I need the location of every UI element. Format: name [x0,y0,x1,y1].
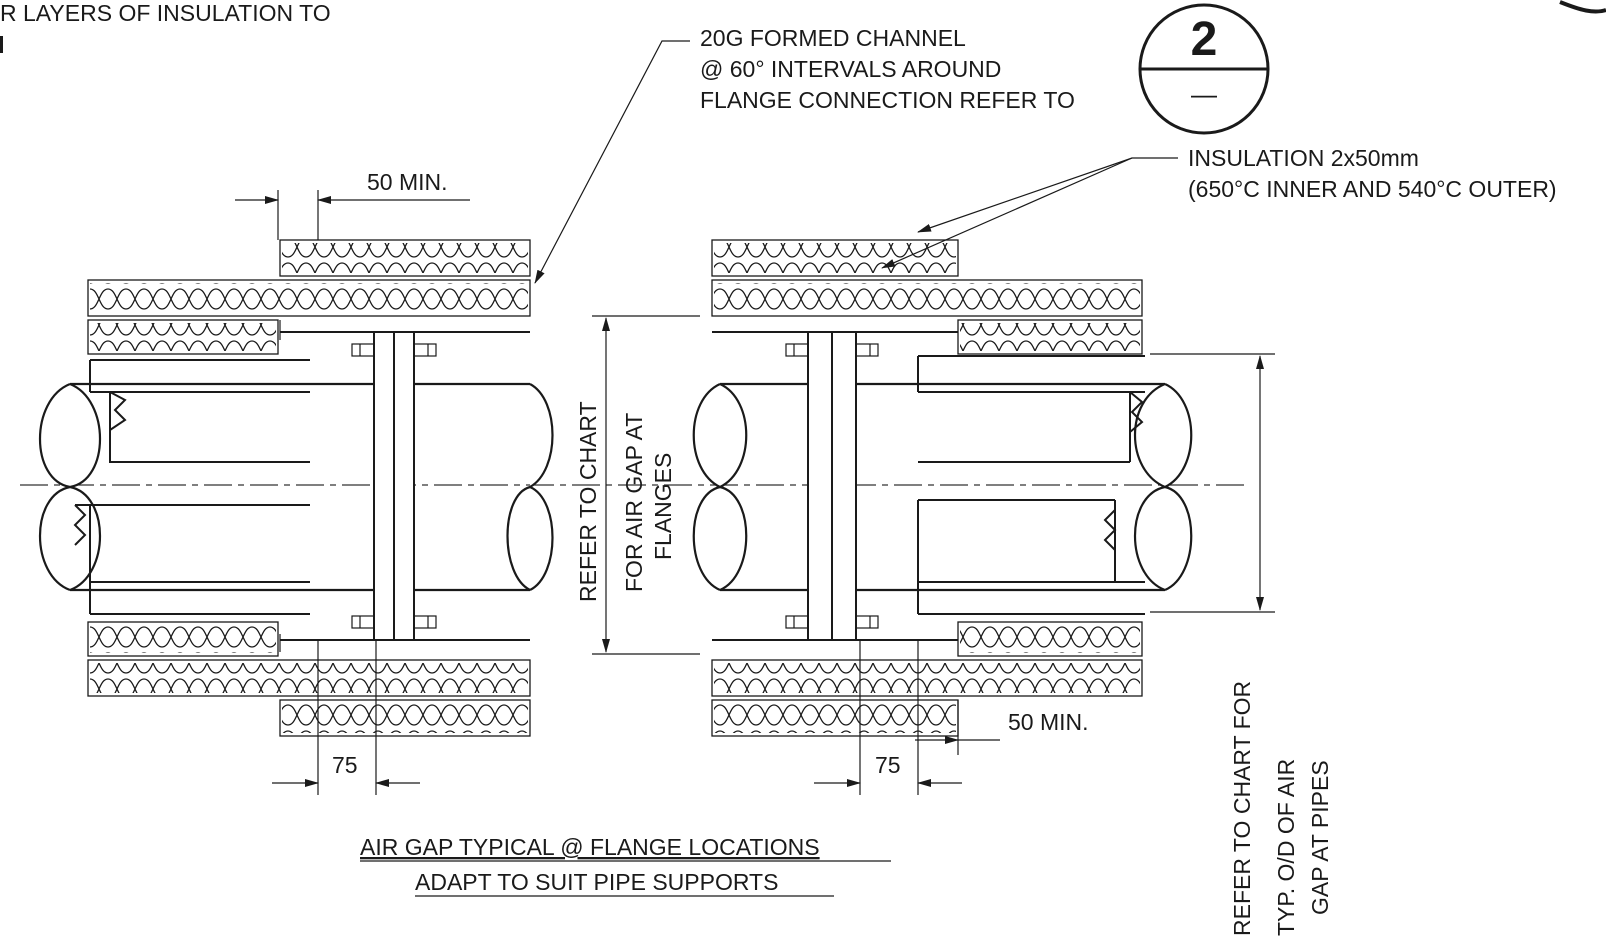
insulation-note-line1: INSULATION 2x50mm [1188,145,1419,171]
note-top-left-fragment [0,36,3,53]
right-flange-plate-a [807,331,833,641]
dimension-left-top-50-min: 50 MIN. [235,169,470,240]
corner-arc [1559,0,1606,14]
right-flange-bolt-bottom [785,615,879,629]
insulation-fill-right-outer-bottom-upper [714,663,1140,693]
left-flange-bolt-top [351,343,437,357]
right-pipe-break-left-inner [716,383,748,592]
flange-gap-note-line3: FLANGES [650,453,676,560]
right-pipe-break-right-inner [1134,382,1169,592]
insulation-fill-left-outer-bottom-lower [282,703,528,733]
dim-right-bottom-min-label: 50 MIN. [1008,709,1089,735]
dimension-pipe-air-gap [1150,353,1275,613]
insulation-fill-left-inner-bottom [90,625,276,653]
right-liner-top [917,355,1145,463]
dimension-flange-air-gap [592,315,700,655]
insulation-fill-right-inner-top [960,323,1140,351]
pipe-gap-note-line3: GAP AT PIPES [1307,760,1333,915]
right-flange-bolt-top [785,343,879,357]
insulation-fill-right-outer-top-lower [714,283,1140,313]
left-flange-plate-b [393,331,415,641]
callout-number: 2 [1191,13,1218,66]
pipe-gap-note-line1: REFER TO CHART FOR [1229,681,1255,936]
dimension-left-bottom-75: 75 [272,640,420,795]
insulation-note-line2: (650°C INNER AND 540°C OUTER) [1188,176,1557,202]
dim-right-bottom-label: 75 [875,752,901,778]
insulation-leader-b [881,157,1133,269]
insulation-fill-right-outer-top-upper [714,243,956,273]
channel-note-line2: @ 60° INTERVALS AROUND [700,56,1001,82]
left-liner-bottom [73,504,310,615]
dimension-right-bottom-75: 75 [814,640,962,795]
left-pipe-break-right-outer [529,485,554,591]
flange-gap-note-line1: REFER TO CHART [575,401,601,602]
flange-gap-note-line2: FOR AIR GAP AT [621,413,647,592]
dim-left-bottom-label: 75 [332,752,358,778]
left-pipe-break-right [506,383,554,591]
insulation-fill-left-outer-top-lower [90,283,528,313]
insulation-fill-left-outer-top-upper [282,243,528,273]
channel-leader [534,40,690,284]
left-pipe-assembly [39,320,554,652]
dim-left-top-label: 50 MIN. [367,169,448,195]
insulation-fill-right-outer-bottom-lower [714,703,956,733]
caption-line2: ADAPT TO SUIT PIPE SUPPORTS [415,869,778,895]
left-pipe-break-left [39,382,71,592]
dimension-right-bottom-50-min: 50 MIN. [915,700,1089,755]
note-top-left: R LAYERS OF INSULATION TO [0,0,331,26]
right-flange-plate-b [831,331,857,641]
right-pipe-break-left [692,383,724,592]
callout-sheet: — [1191,79,1217,109]
channel-note-line3: FLANGE CONNECTION REFER TO [700,87,1075,113]
insulation-fill-right-inner-bottom [960,625,1140,653]
detail-callout: 2 — [1138,3,1270,135]
left-pipe-break-left-inner [69,382,101,592]
pipe-gap-note-line2: TYP. O/D OF AIR [1273,759,1299,936]
channel-note-line1: 20G FORMED CHANNEL [700,25,966,51]
insulation-layers [87,239,1143,737]
insulation-fill-left-inner-top [90,323,276,351]
right-pipe-break-right [1161,383,1193,592]
insulation-fill-left-outer-bottom-upper [90,663,528,693]
left-flange-plate-a [373,331,395,641]
right-pipe-assembly [692,331,1193,641]
right-liner-bottom [917,499,1145,615]
caption-line1: AIR GAP TYPICAL @ FLANGE LOCATIONS [360,834,820,860]
left-liner-top [89,359,310,463]
left-flange-bolt-bottom [351,615,437,629]
